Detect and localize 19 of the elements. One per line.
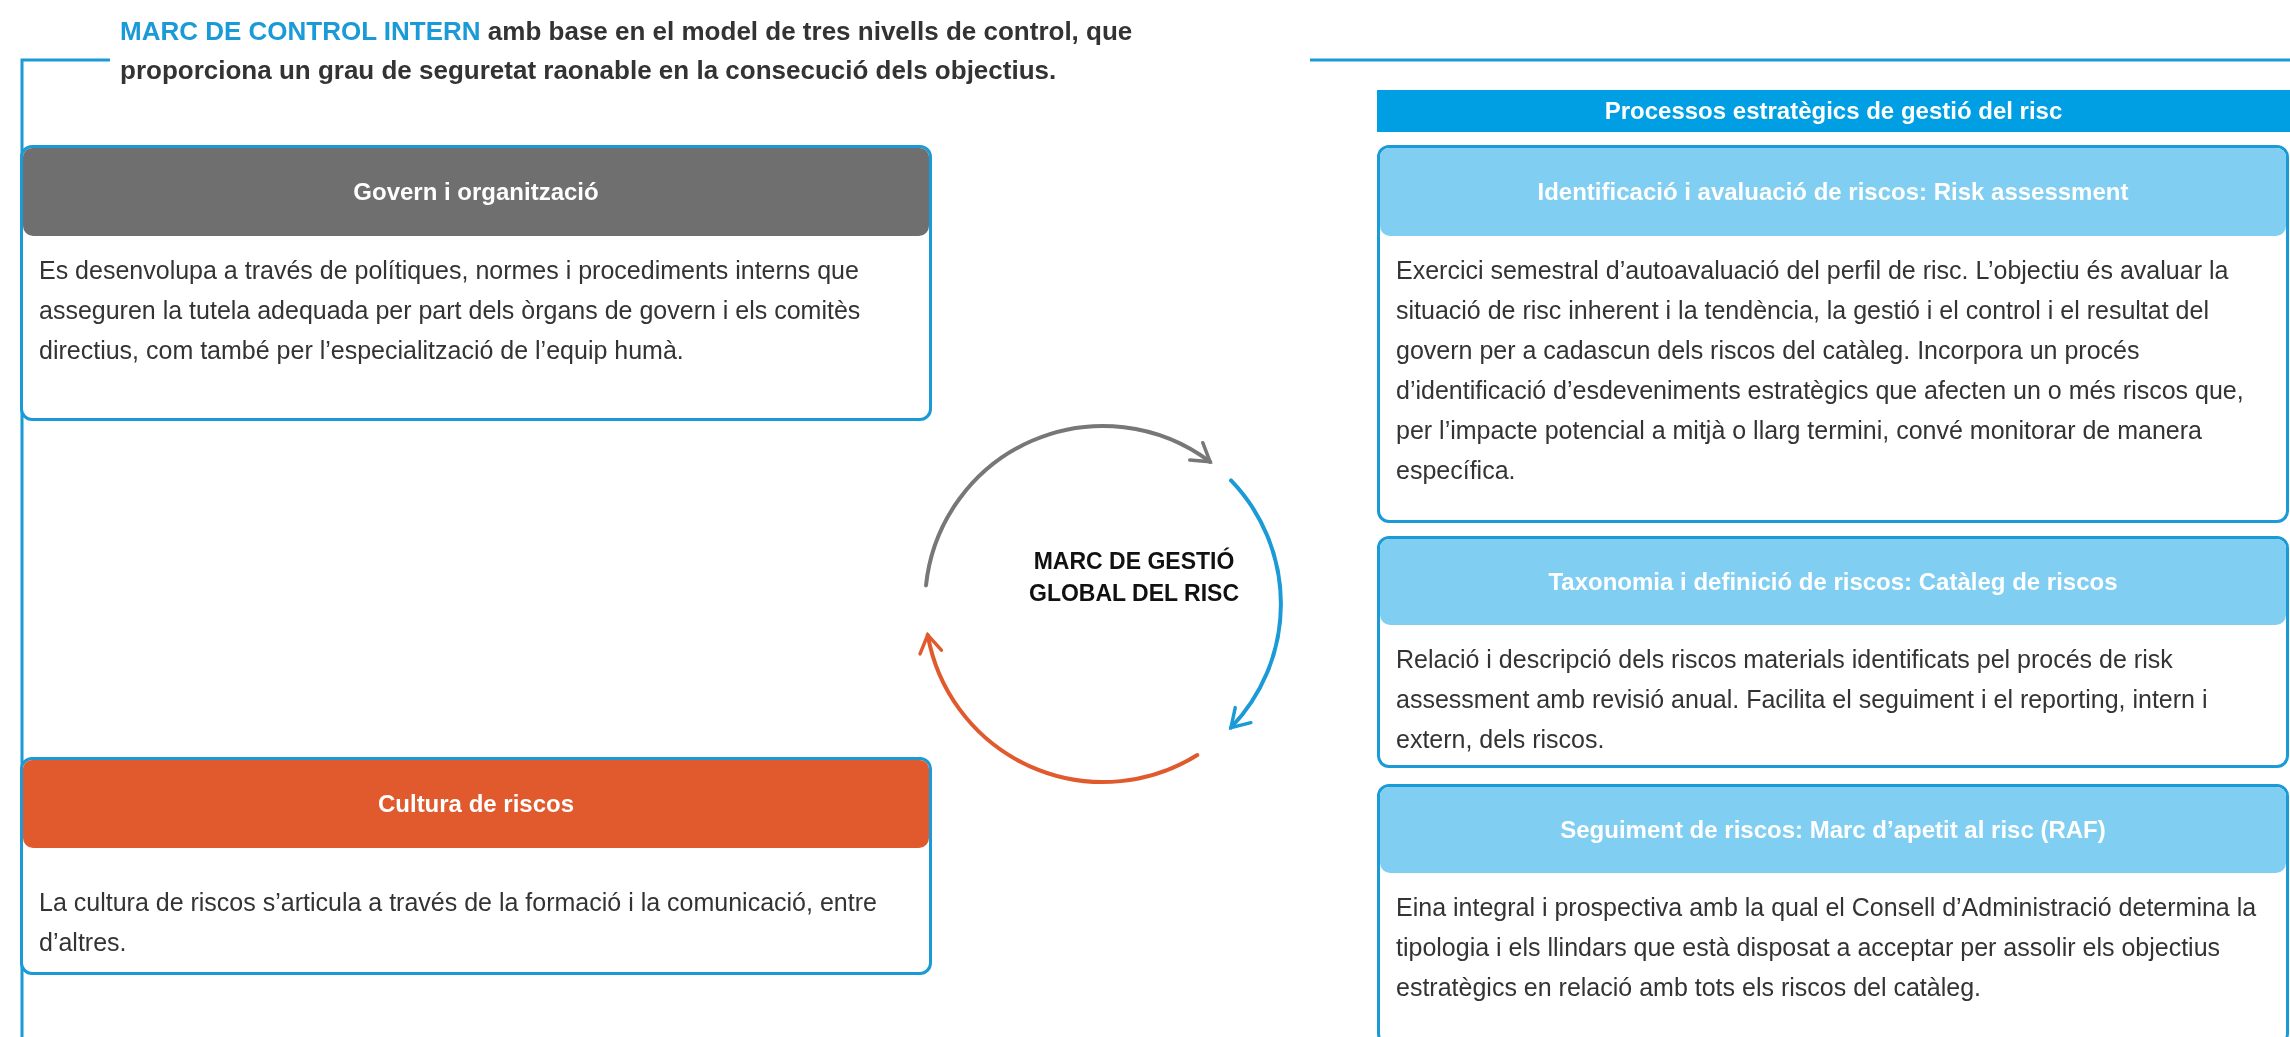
- info-card: [20, 145, 932, 421]
- card-text: Es desenvolupa a través de polítiques, normes i procediments interns que asseguren la tutela adequada per part dels òrgans de govern i els comitès directius, com també per l’especialització de l’equip humà.: [38, 255, 862, 366]
- card-text: Exercici semestral d’autoavaluació del perfil de risc. L’objectiu és avaluar la situació de risc inherent i la tendència, la gestió i el control i el resultat del govern per a cadascun dels riscos del catàleg. Incorpora un procés d’identificació d’esdeveniments estratègics que afecten un o més riscos que, per l’impacte potencial a mitjà o llarg termini, convé monitorar de manera específica.: [1395, 255, 2245, 486]
- info-card: [20, 757, 932, 975]
- card-header: Cultura de riscos: [23, 760, 929, 848]
- card-text: Relació i descripció dels riscos materials identificats pel procés de risk assessment amb revisió anual. Facilita el seguiment i el reporting, intern i extern, dels riscos.: [1395, 644, 2209, 755]
- card-header: Taxonomia i definició de riscos: Catàleg de riscos: [1380, 539, 2286, 625]
- section-title: Processos estratègics de gestió del risc: [1603, 96, 2064, 126]
- center-title: MARC DE GESTIÓ GLOBAL DEL RISC: [1028, 546, 1240, 608]
- info-card: [1377, 145, 2289, 523]
- card-header: Govern i organització: [23, 148, 929, 236]
- card-text: La cultura de riscos s’articula a través de la formació i la comunicació, entre d’altres.: [38, 887, 878, 958]
- card-header: Seguiment de riscos: Marc d’apetit al risc (RAF): [1380, 787, 2286, 873]
- card-text: Eina integral i prospectiva amb la qual el Consell d’Administració determina la tipologia i els llindars que està disposat a acceptar per assolir els objectius estratègics en relació amb tots els riscos del catàleg.: [1395, 892, 2258, 1003]
- section-header-bar: [1377, 90, 2290, 132]
- frame-heading: MARC DE CONTROL INTERN amb base en el model de tres nivells de control, que proporciona un grau de seguretat raonable en la consecució dels objectius.: [120, 15, 1134, 87]
- card-header: Identificació i avaluació de riscos: Risk assessment: [1380, 148, 2286, 236]
- info-card: [1377, 784, 2289, 1037]
- info-card: [1377, 536, 2289, 768]
